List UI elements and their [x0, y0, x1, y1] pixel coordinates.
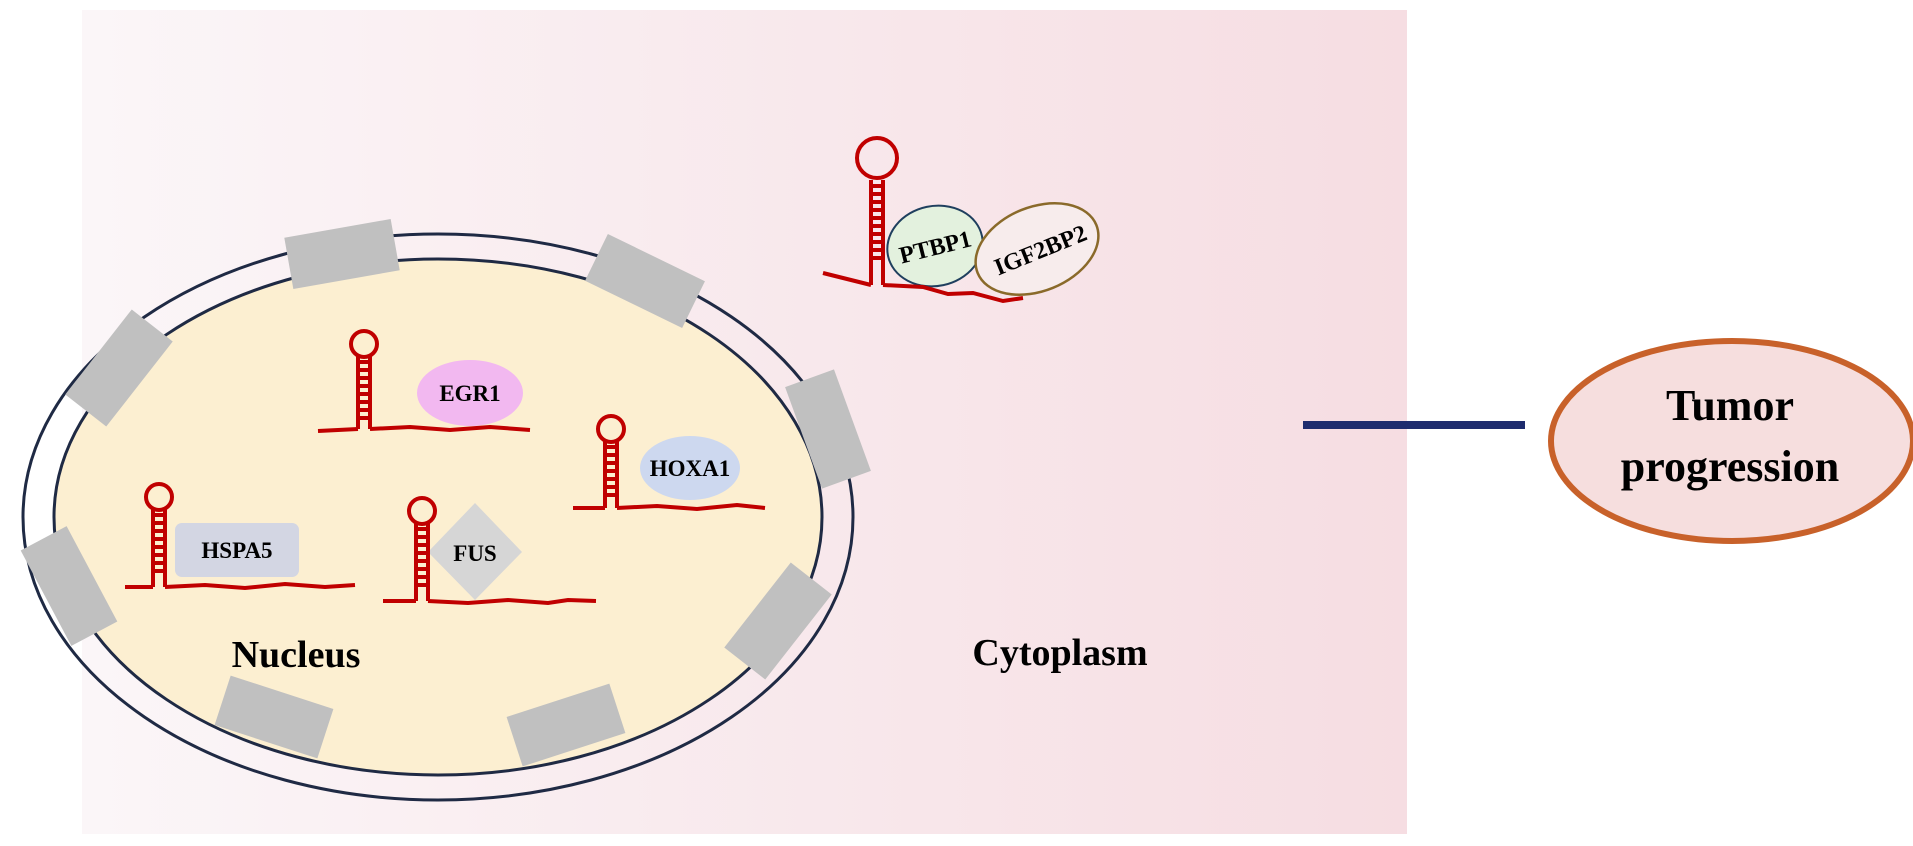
hoxa1-complex: HOXA1 [573, 414, 766, 512]
tumor-progression-line2: progression [1621, 442, 1839, 491]
hspa5-label: HSPA5 [201, 538, 272, 563]
hoxa1-protein [640, 436, 740, 500]
rna-hairpin-icon [317, 329, 531, 433]
rna-hairpin-icon [383, 496, 597, 606]
tumor-progression-line1: Tumor [1666, 381, 1794, 430]
cytoplasm-label: Cytoplasm [972, 632, 1147, 674]
rna-hairpin-icon [822, 136, 1024, 304]
fus-label: FUS [453, 541, 496, 566]
nuclear-pore-icon [724, 562, 832, 680]
ptbp1-protein [886, 204, 984, 288]
rna-hairpin-icon [573, 414, 766, 512]
nuclear-pore-icon [65, 309, 173, 427]
egr1-protein [417, 360, 523, 426]
egr1-complex: EGR1 [317, 329, 531, 433]
igf2bp2-protein [974, 202, 1100, 296]
nucleus-label: Nucleus [232, 634, 361, 676]
nuclear-pore-icon [506, 683, 626, 767]
hspa5-protein [175, 523, 299, 577]
nuclear-pore-icon [20, 526, 118, 646]
nuclear-pore-icon [785, 369, 871, 489]
nuclear-membrane-outer [21, 232, 855, 802]
tumor-progression-node: Tumor progression [1548, 338, 1913, 544]
nucleus-body [52, 257, 824, 777]
nuclear-pore-icon [214, 675, 334, 759]
egr1-label: EGR1 [439, 381, 500, 406]
cytoplasm-complex: PTBP1 IGF2BP2 [822, 136, 1100, 304]
fus-protein [428, 503, 522, 600]
nuclear-pore-icon [284, 219, 400, 289]
rna-hairpin-icon [125, 482, 356, 591]
nuclear-pore-icon [585, 233, 705, 329]
hspa5-complex: HSPA5 [125, 482, 356, 591]
nucleus: Nucleus [20, 219, 871, 802]
tumor-progression-ellipse [1548, 338, 1913, 544]
fus-complex: FUS [383, 496, 597, 606]
nuclear-pores [20, 219, 871, 767]
hoxa1-label: HOXA1 [650, 456, 731, 481]
